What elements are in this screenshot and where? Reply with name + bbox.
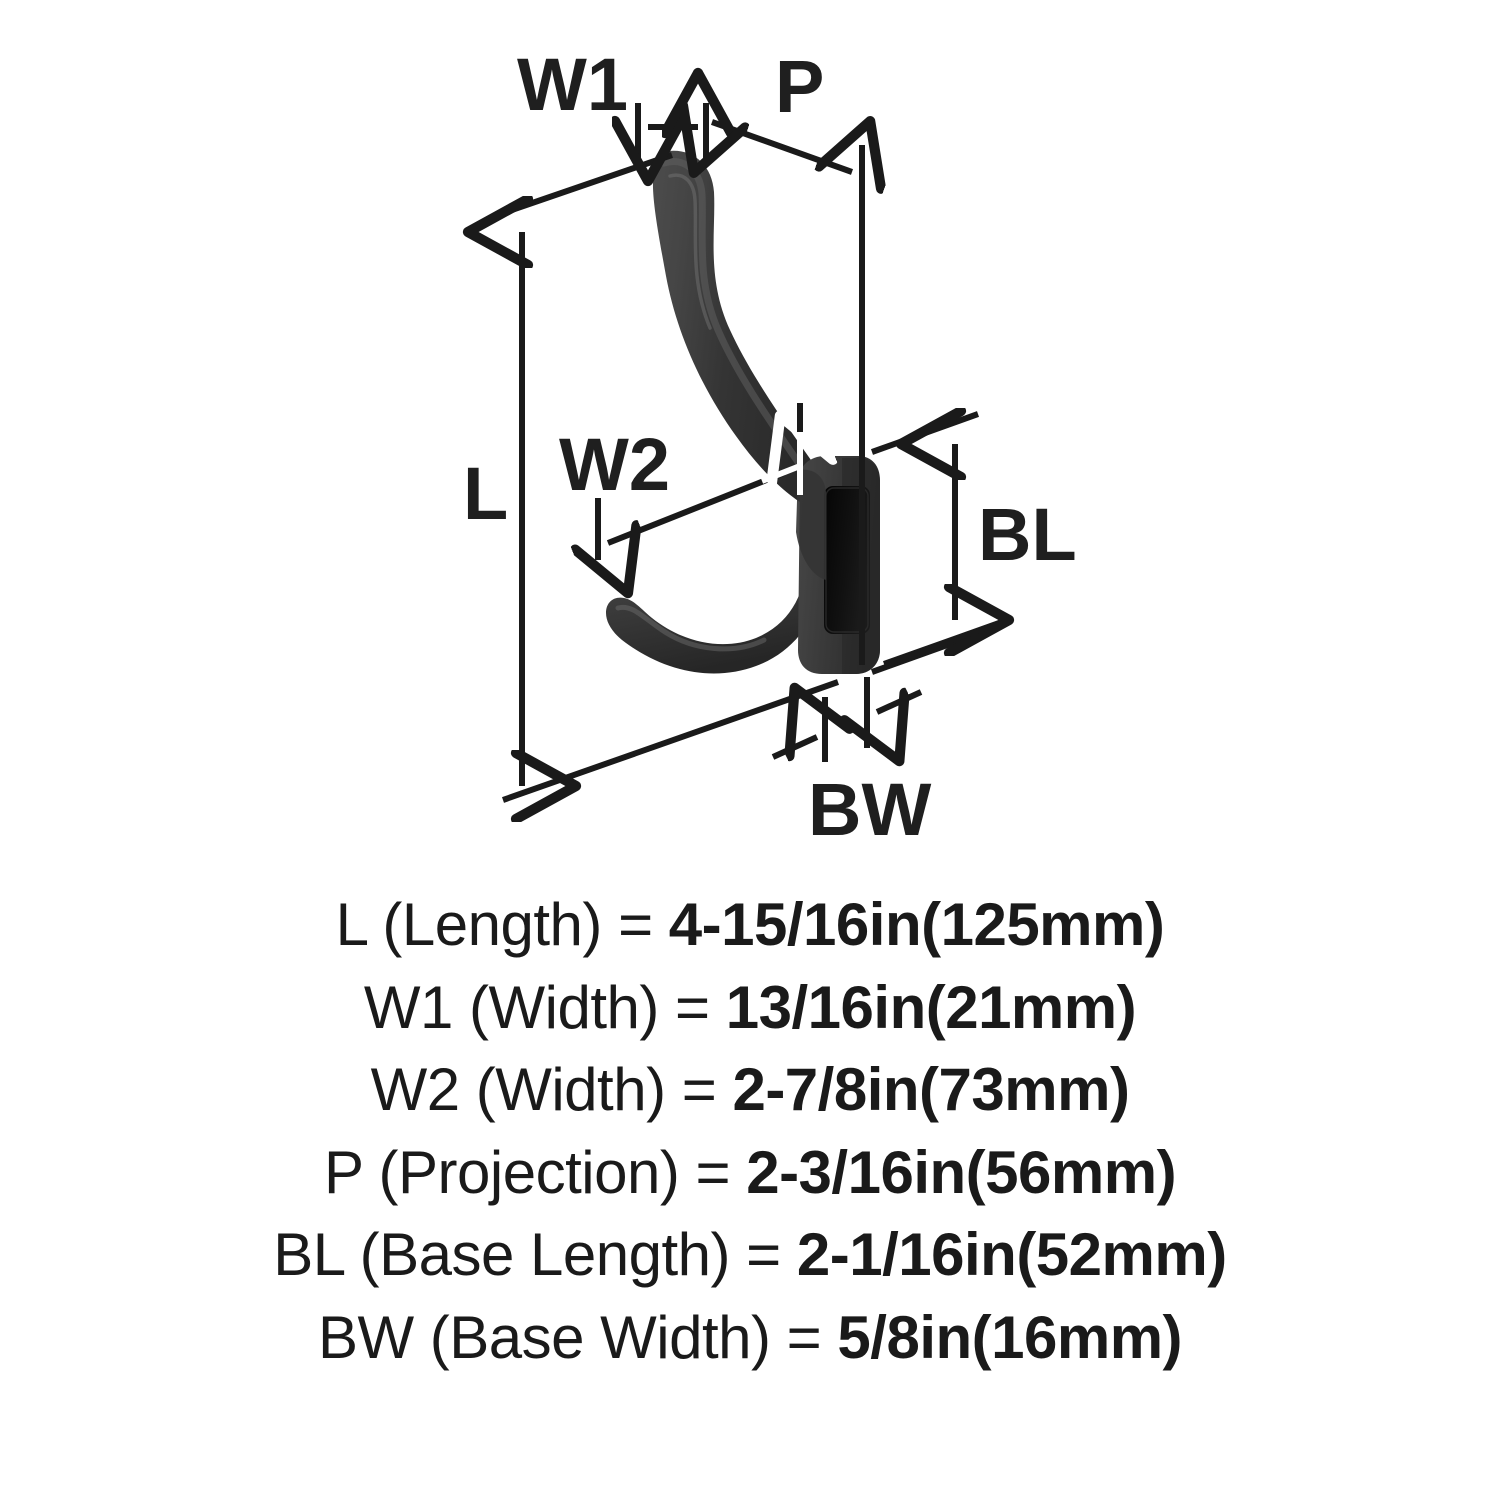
spec-value-base-length: 2-1/16in(52mm) <box>796 1221 1227 1289</box>
dimension-label-group: W1 P L W2 BL BW <box>463 43 1077 851</box>
spec-row-projection: P (Projection) = 2-3/16in(56mm) <box>60 1138 1440 1208</box>
spec-value-width1: 13/16in(21mm) <box>725 973 1137 1041</box>
spec-label-base-length: BL (Base Length) = <box>273 1221 781 1289</box>
BW-arrow-from-left <box>771 737 817 757</box>
dimension-BW <box>771 619 1004 762</box>
spec-label-width2: W2 (Width) = <box>370 1056 717 1124</box>
spec-value-width2: 2-7/8in(73mm) <box>732 1056 1130 1124</box>
BW-arrow-from-right <box>877 692 923 712</box>
base-plate-slot <box>824 486 870 634</box>
label-BW: BW <box>808 768 931 851</box>
product-diagram: W1 P L W2 BL BW <box>462 43 1077 851</box>
spec-label-width1: W1 (Width) = <box>363 973 710 1041</box>
label-W1: W1 <box>517 43 628 126</box>
label-BL: BL <box>978 493 1077 576</box>
dimension-W2 <box>598 403 800 560</box>
hook-arm-base-junction <box>796 469 826 580</box>
P-dimension-arrow <box>712 122 852 172</box>
spec-value-base-width: 5/8in(16mm) <box>837 1303 1183 1371</box>
spec-label-length: L (Length) = <box>335 891 654 958</box>
spec-value-projection: 2-3/16in(56mm) <box>746 1138 1177 1206</box>
label-W2: W2 <box>559 423 670 506</box>
BW-extension-line <box>882 619 1004 667</box>
specification-list: L (Length) = 4-15/16in(125mm) W1 (Width)… <box>0 890 1500 1386</box>
label-P: P <box>775 45 824 128</box>
spec-label-base-width: BW (Base Width) = <box>317 1303 822 1371</box>
hook-lower-arm-highlight <box>615 604 767 652</box>
spec-row-width1: W1 (Width) = 13/16in(21mm) <box>60 973 1440 1043</box>
spec-label-projection: P (Projection) = <box>323 1138 731 1206</box>
label-L: L <box>463 452 508 535</box>
diagram-svg: W1 P L W2 BL BW <box>462 43 1077 851</box>
spec-row-width2: W2 (Width) = 2-7/8in(73mm) <box>60 1055 1440 1125</box>
dimension-annotations <box>503 103 1002 800</box>
spec-row-length: L (Length) = 4-15/16in(125mm) <box>60 890 1440 960</box>
dimension-P <box>712 122 862 665</box>
W2-dimension-arrow-over-body <box>760 466 800 481</box>
W2-dimension-arrow <box>608 470 786 543</box>
dimension-BL <box>870 414 978 675</box>
spec-row-base-length: BL (Base Length) = 2-1/16in(52mm) <box>60 1220 1440 1290</box>
spec-row-base-width: BW (Base Width) = 5/8in(16mm) <box>60 1303 1440 1373</box>
hook-lower-arm <box>606 552 828 674</box>
spec-value-length: 4-15/16in(125mm) <box>668 891 1165 958</box>
